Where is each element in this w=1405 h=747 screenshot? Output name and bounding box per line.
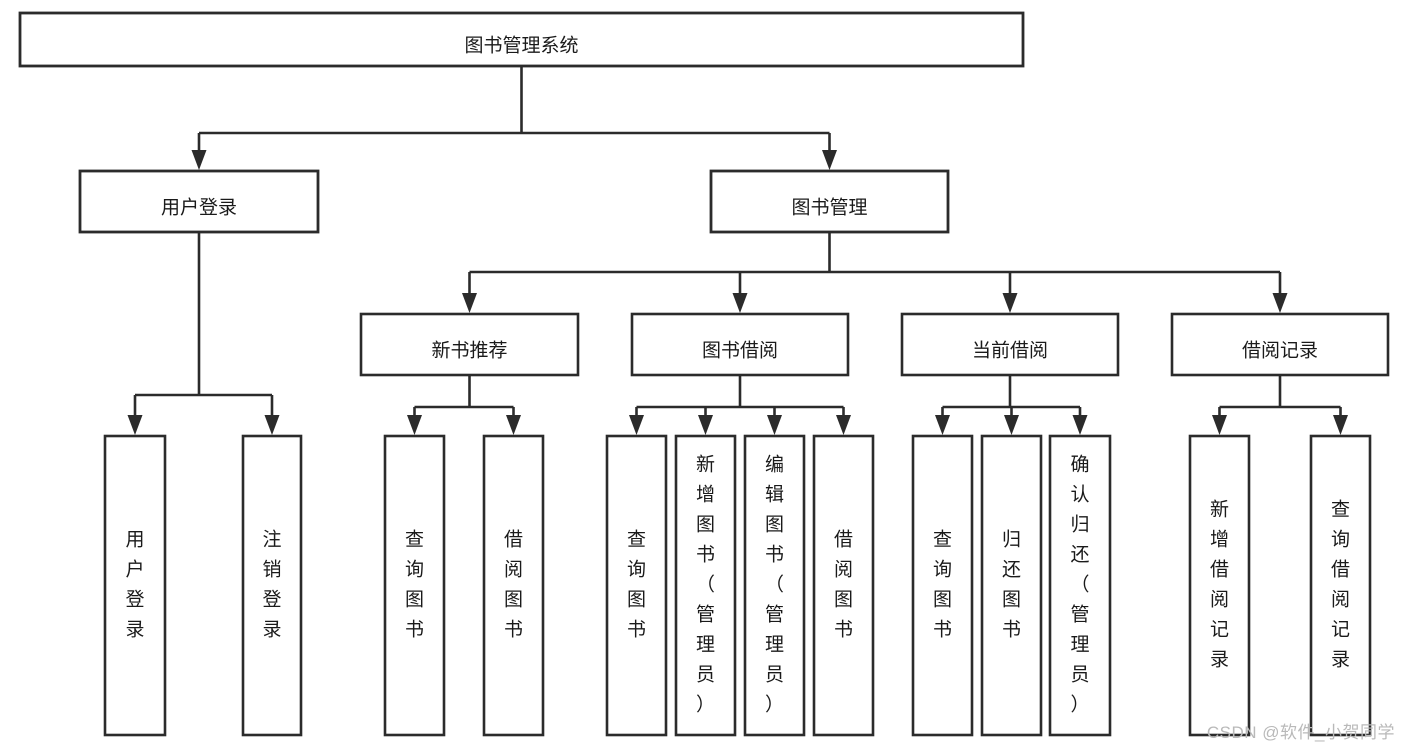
node-box-borrow-record[interactable]: [1170, 312, 1390, 377]
node-label-leaf-confirm-return-admin: 确认归还（管理员）: [1070, 454, 1089, 716]
node-leaf-user-login[interactable]: 用户登录: [103, 434, 167, 737]
edges-layer: [127, 66, 1348, 435]
node-book-manage[interactable]: 图书管理: [709, 169, 950, 234]
arrowhead-icon: [698, 415, 713, 435]
node-box-current-borrow[interactable]: [900, 312, 1120, 377]
node-root[interactable]: 图书管理系统: [18, 11, 1025, 68]
node-leaf-add-book-admin[interactable]: 新增图书（管理员）: [674, 434, 737, 737]
arrowhead-icon: [822, 150, 837, 170]
node-box-book-borrow[interactable]: [630, 312, 850, 377]
node-box-book-manage[interactable]: [709, 169, 950, 234]
node-box-leaf-query-book-2[interactable]: [605, 434, 668, 737]
node-leaf-confirm-return-admin[interactable]: 确认归还（管理员）: [1048, 434, 1112, 737]
node-box-leaf-logout[interactable]: [241, 434, 303, 737]
node-label-user-login: 用户登录: [161, 197, 237, 219]
node-leaf-edit-book-admin[interactable]: 编辑图书（管理员）: [743, 434, 806, 737]
node-label-borrow-record: 借阅记录: [1242, 340, 1318, 362]
node-box-leaf-return-book[interactable]: [980, 434, 1043, 737]
node-label-leaf-borrow-book-2: 借阅图书: [834, 529, 853, 641]
node-box-leaf-query-book-1[interactable]: [383, 434, 446, 737]
node-label-leaf-add-book-admin: 新增图书（管理员）: [696, 454, 715, 716]
node-box-leaf-user-login[interactable]: [103, 434, 167, 737]
node-current-borrow[interactable]: 当前借阅: [900, 312, 1120, 377]
arrowhead-icon: [1004, 415, 1019, 435]
arrowhead-icon: [264, 415, 280, 435]
node-label-leaf-query-book-2: 查询图书: [627, 529, 646, 641]
node-label-leaf-add-borrow-record: 新增借阅记录: [1210, 499, 1229, 671]
node-leaf-borrow-book-2[interactable]: 借阅图书: [812, 434, 875, 737]
node-leaf-borrow-book-1[interactable]: 借阅图书: [482, 434, 545, 737]
node-label-book-borrow: 图书借阅: [702, 340, 778, 362]
node-label-book-manage: 图书管理: [791, 197, 867, 219]
node-box-leaf-edit-book-admin[interactable]: [743, 434, 806, 737]
node-label-new-book-recommend: 新书推荐: [431, 340, 507, 362]
arrowhead-icon: [1333, 415, 1348, 435]
node-box-leaf-borrow-book-1[interactable]: [482, 434, 545, 737]
arrowhead-icon: [836, 415, 851, 435]
node-leaf-query-borrow-record[interactable]: 查询借阅记录: [1309, 434, 1372, 737]
arrowhead-icon: [407, 415, 422, 435]
node-label-leaf-borrow-book-1: 借阅图书: [504, 529, 523, 641]
node-box-leaf-confirm-return-admin[interactable]: [1048, 434, 1112, 737]
node-label-leaf-query-book-1: 查询图书: [405, 529, 424, 641]
node-box-user-login[interactable]: [78, 169, 320, 234]
node-box-leaf-query-book-3[interactable]: [911, 434, 974, 737]
node-label-leaf-edit-book-admin: 编辑图书（管理员）: [765, 454, 784, 716]
nodes-layer: 图书管理系统用户登录图书管理新书推荐图书借阅当前借阅借阅记录用户登录注销登录查询…: [18, 11, 1390, 737]
node-label-leaf-user-login: 用户登录: [125, 530, 144, 641]
node-label-root: 图书管理系统: [464, 35, 578, 57]
node-label-leaf-query-book-3: 查询图书: [933, 529, 952, 641]
node-book-borrow[interactable]: 图书借阅: [630, 312, 850, 377]
node-box-leaf-query-borrow-record[interactable]: [1309, 434, 1372, 737]
arrowhead-icon: [1212, 415, 1227, 435]
node-label-current-borrow: 当前借阅: [972, 340, 1048, 362]
node-box-leaf-borrow-book-2[interactable]: [812, 434, 875, 737]
node-new-book-recommend[interactable]: 新书推荐: [359, 312, 580, 377]
node-leaf-logout[interactable]: 注销登录: [241, 434, 303, 737]
arrowhead-icon: [127, 415, 143, 435]
node-leaf-query-book-3[interactable]: 查询图书: [911, 434, 974, 737]
node-label-leaf-query-borrow-record: 查询借阅记录: [1331, 499, 1350, 671]
node-leaf-return-book[interactable]: 归还图书: [980, 434, 1043, 737]
arrowhead-icon: [1072, 415, 1088, 435]
node-label-leaf-return-book: 归还图书: [1002, 529, 1021, 641]
arrowhead-icon: [1002, 293, 1018, 313]
node-leaf-query-book-1[interactable]: 查询图书: [383, 434, 446, 737]
node-leaf-query-book-2[interactable]: 查询图书: [605, 434, 668, 737]
arrowhead-icon: [767, 415, 782, 435]
node-box-root[interactable]: [18, 11, 1025, 68]
arrowhead-icon: [191, 150, 207, 170]
arrowhead-icon: [629, 415, 644, 435]
arrowhead-icon: [1272, 293, 1288, 313]
node-box-leaf-add-borrow-record[interactable]: [1188, 434, 1251, 737]
node-leaf-add-borrow-record[interactable]: 新增借阅记录: [1188, 434, 1251, 737]
arrowhead-icon: [935, 415, 950, 435]
arrowhead-icon: [732, 293, 748, 313]
node-box-leaf-add-book-admin[interactable]: [674, 434, 737, 737]
node-borrow-record[interactable]: 借阅记录: [1170, 312, 1390, 377]
node-label-leaf-logout: 注销登录: [262, 529, 281, 641]
arrowhead-icon: [506, 415, 521, 435]
arrowhead-icon: [462, 293, 477, 313]
node-user-login[interactable]: 用户登录: [78, 169, 320, 234]
node-box-new-book-recommend[interactable]: [359, 312, 580, 377]
